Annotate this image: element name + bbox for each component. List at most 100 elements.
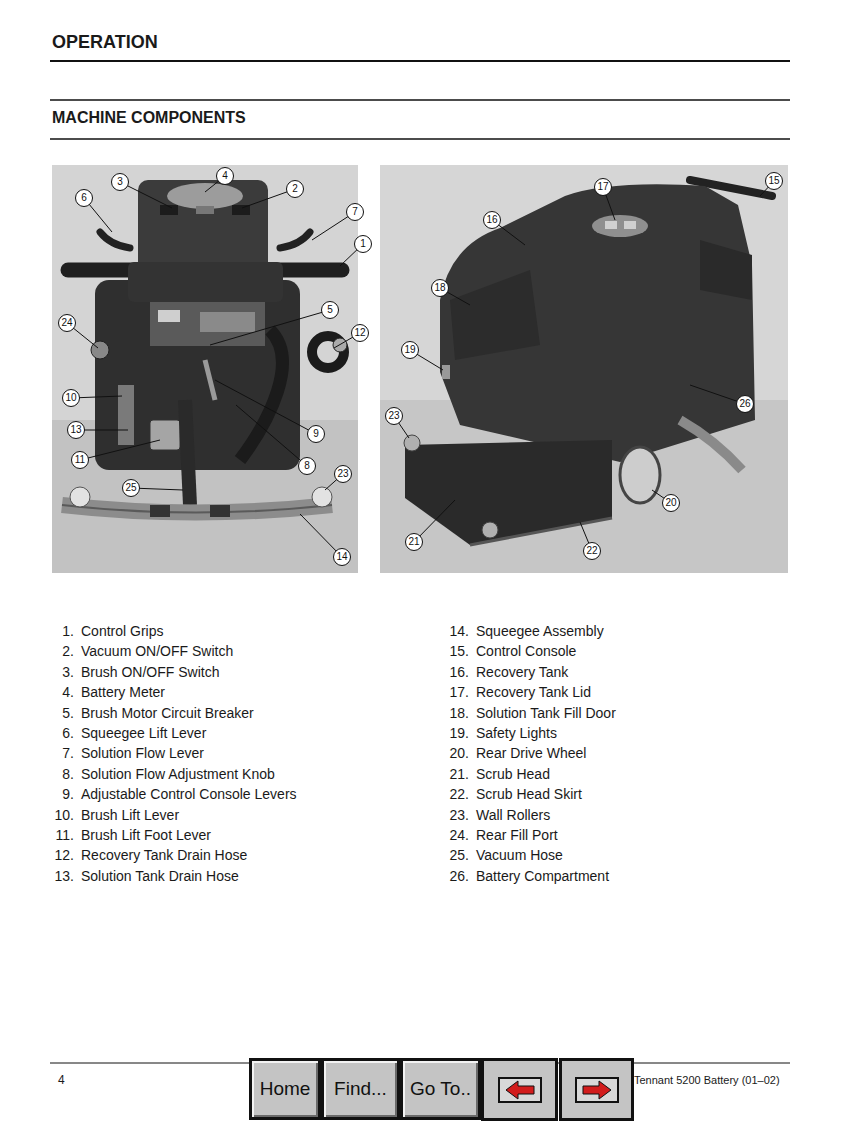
button-label: Find... [334,1078,387,1100]
callout-number: 21 [405,533,423,551]
rule [50,99,790,101]
list-number: 11. [48,827,74,843]
callout-number: 9 [307,425,325,443]
list-number: 15. [443,643,469,659]
list-number: 2. [48,643,74,659]
callout-text: 21 [408,537,419,547]
rule [50,138,790,140]
callout-number: 22 [583,542,601,560]
component-name: Recovery Tank Lid [476,684,591,700]
component-name: Brush Lift Lever [81,807,179,823]
list-number: 10. [48,807,74,823]
callout-number: 14 [333,548,351,566]
list-number: 6. [48,725,74,741]
leader-lines [67,176,774,557]
list-number: 8. [48,766,74,782]
callout-text: 3 [117,177,123,187]
list-number: 18. [443,705,469,721]
nav-button: Find... [321,1058,400,1120]
list-number: 21. [443,766,469,782]
list-number: 3. [48,664,74,680]
rear-view-photo [52,165,358,573]
list-number: 19. [443,725,469,741]
button-label: Home [260,1078,311,1100]
component-name: Squeegee Lift Lever [81,725,206,741]
nav-arrow-button [483,1060,557,1120]
callout-text: 23 [388,411,399,421]
list-number: 22. [443,786,469,802]
callout-text: 25 [125,483,136,493]
callout-text: 19 [404,345,415,355]
callout-text: 1 [360,239,366,249]
list-number: 25. [443,847,469,863]
callout-number: 11 [71,451,89,469]
callout-text: 4 [222,171,228,181]
component-name: Solution Tank Drain Hose [81,868,239,884]
callout-text: 20 [665,498,676,508]
callout-number: 16 [483,211,501,229]
callout-text: 13 [70,425,81,435]
callout-number: 8 [298,457,316,475]
nav-button: Go To.. [400,1058,481,1120]
callout-text: 12 [354,328,365,338]
list-number: 13. [48,868,74,884]
list-number: 1. [48,623,74,639]
footer-text: Tennant 5200 Battery (01–02) [634,1074,780,1086]
callout-text: 14 [336,552,347,562]
component-name: Brush ON/OFF Switch [81,664,219,680]
nav-button: Home [249,1058,321,1120]
callout-number: 4 [216,167,234,185]
component-name: Solution Tank Fill Door [476,705,616,721]
component-name: Squeegee Assembly [476,623,604,639]
callout-number: 3 [111,173,129,191]
component-name: Battery Compartment [476,868,609,884]
component-name: Control Grips [81,623,163,639]
list-number: 5. [48,705,74,721]
callout-number: 6 [75,189,93,207]
callout-text: 15 [768,176,779,186]
component-name: Solution Flow Lever [81,745,204,761]
section-heading: MACHINE COMPONENTS [52,109,246,127]
callout-number: 2 [286,180,304,198]
callout-text: 5 [327,305,333,315]
component-name: Solution Flow Adjustment Knob [81,766,275,782]
side-view-photo [380,165,788,573]
callout-text: 10 [65,393,76,403]
callout-number: 17 [594,178,612,196]
component-name: Vacuum ON/OFF Switch [81,643,233,659]
page-title: OPERATION [52,32,158,53]
callout-text: 11 [75,455,85,465]
component-name: Safety Lights [476,725,557,741]
callout-text: 22 [586,546,597,556]
list-number: 17. [443,684,469,700]
component-name: Recovery Tank Drain Hose [81,847,247,863]
callout-text: 23 [337,469,348,479]
component-name: Battery Meter [81,684,165,700]
rule [50,60,790,62]
callout-text: 2 [292,184,298,194]
list-number: 26. [443,868,469,884]
callout-text: 16 [486,215,497,225]
callout-number: 19 [401,341,419,359]
callout-number: 5 [321,301,339,319]
callout-text: 6 [81,193,87,203]
callout-number: 20 [662,494,680,512]
callout-text: 7 [352,207,358,217]
component-name: Scrub Head Skirt [476,786,582,802]
callout-text: 8 [304,461,310,471]
list-number: 7. [48,745,74,761]
callout-text: 24 [61,318,72,328]
component-name: Rear Drive Wheel [476,745,586,761]
component-name: Vacuum Hose [476,847,563,863]
callout-number: 24 [58,314,76,332]
callout-number: 1 [354,235,372,253]
callout-number: 13 [67,421,85,439]
callout-number: 18 [431,279,449,297]
list-number: 23. [443,807,469,823]
component-name: Brush Motor Circuit Breaker [81,705,254,721]
callout-text: 17 [597,182,608,192]
list-number: 12. [48,847,74,863]
list-number: 14. [443,623,469,639]
